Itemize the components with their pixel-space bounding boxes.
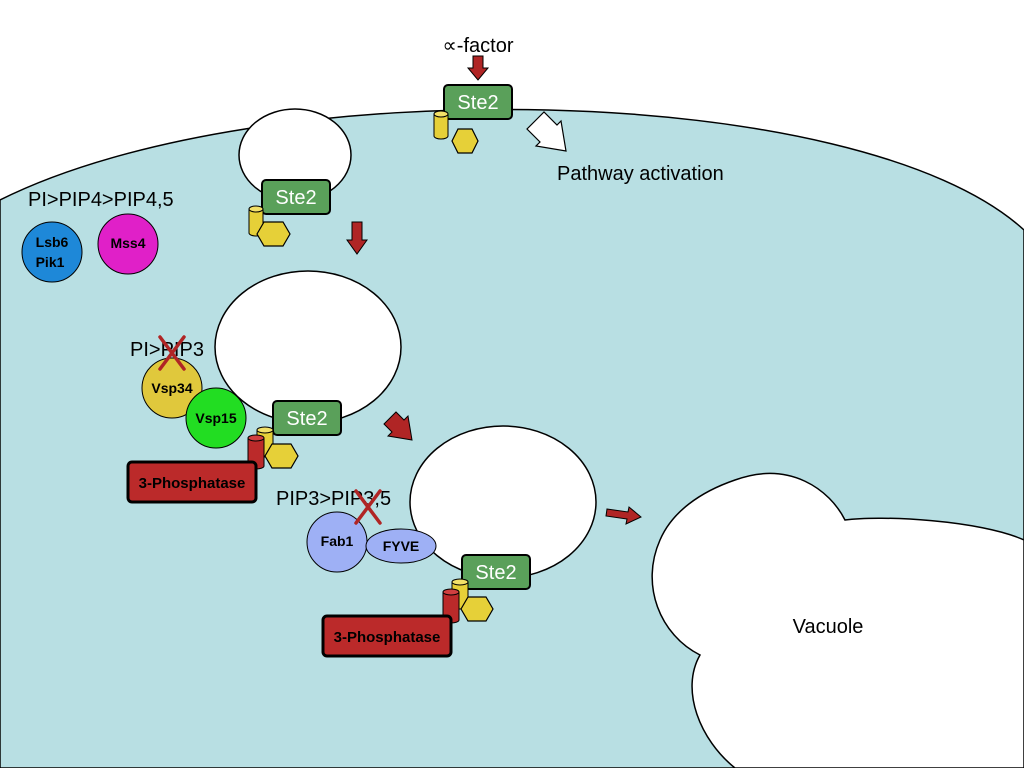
ligand-bud xyxy=(248,205,291,247)
ligand-endosome2 xyxy=(442,578,494,624)
ste2-bud-label: Ste2 xyxy=(275,187,316,209)
vsp15-label: Vsp15 xyxy=(195,410,236,426)
pi-pip3-label: PI>PIP3 xyxy=(130,339,204,361)
cylinder-icon xyxy=(433,110,449,118)
down-arrow-icon xyxy=(466,55,490,81)
cylinder-icon xyxy=(248,205,264,213)
diagonal-arrow-icon xyxy=(526,111,567,152)
ste2-top-label: Ste2 xyxy=(457,92,498,114)
ligand-top xyxy=(433,110,479,154)
cross-icon xyxy=(354,489,382,525)
ste2-bud-box xyxy=(261,179,331,215)
alpha-factor-label: ∝-factor xyxy=(443,35,514,57)
hexagon-icon xyxy=(264,443,299,469)
ste2-top-box xyxy=(443,84,513,120)
hexagon-icon xyxy=(256,221,291,247)
cylinder-icon xyxy=(247,434,265,442)
fyve-label: FYVE xyxy=(383,538,420,554)
down-arrow-icon xyxy=(346,221,368,255)
vsp15-circle xyxy=(185,387,247,449)
fab1-label: Fab1 xyxy=(321,533,354,549)
cylinder-icon xyxy=(256,426,274,434)
ste2-endosome2-box xyxy=(461,554,531,590)
lsb6-label: Lsb6 xyxy=(36,234,69,250)
cylinder-icon xyxy=(451,578,469,586)
pi-pip4-pip45-label: PI>PIP4>PIP4,5 xyxy=(28,189,174,211)
pip3-pip35-label: PIP3>PIP3,5 xyxy=(276,488,391,510)
ste2-endosome2-label: Ste2 xyxy=(475,562,516,584)
phosphatase2-label: 3-Phosphatase xyxy=(334,629,441,646)
right-arrow-icon xyxy=(605,506,642,525)
pik1-label: Pik1 xyxy=(36,254,65,270)
cross-icon xyxy=(158,335,186,371)
pathway-activation-label: Pathway activation xyxy=(557,163,724,185)
vsp34-label: Vsp34 xyxy=(151,380,192,396)
phosphatase1-label: 3-Phosphatase xyxy=(139,475,246,492)
hexagon-icon xyxy=(451,128,479,154)
ste2-endosome1-label: Ste2 xyxy=(286,408,327,430)
mss4-label: Mss4 xyxy=(110,235,145,251)
diagonal-arrow-icon xyxy=(383,411,413,441)
vacuole-label: Vacuole xyxy=(793,616,864,638)
ste2-endosome1-box xyxy=(272,400,342,436)
cylinder-icon xyxy=(433,113,449,140)
hexagon-icon xyxy=(460,596,494,622)
mss4-circle xyxy=(97,213,159,275)
vsp34-circle xyxy=(141,357,203,419)
cylinder-icon xyxy=(442,588,460,596)
phosphatase2-box xyxy=(321,614,453,658)
vacuole xyxy=(651,472,1024,769)
phosphatase1-box xyxy=(126,460,258,504)
lsb6-pik1-circle xyxy=(21,221,83,283)
fyve-ellipse xyxy=(365,528,437,564)
